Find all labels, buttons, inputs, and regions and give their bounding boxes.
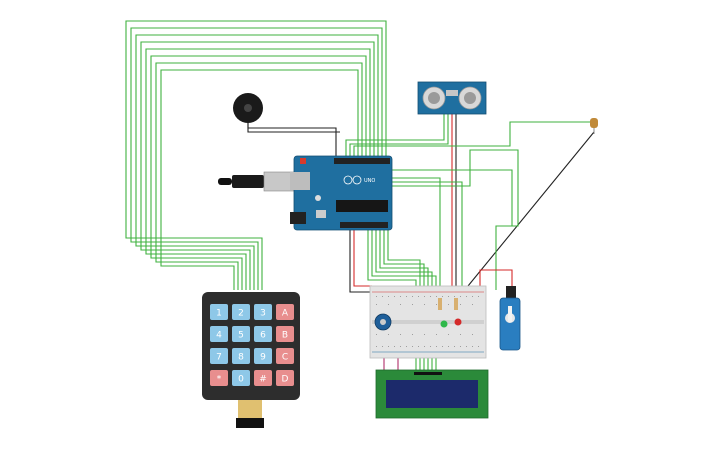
keypad-key: [276, 326, 294, 342]
keypad-key-label: 5: [238, 331, 244, 341]
keypad-key: [276, 348, 294, 364]
keypad-key: [210, 326, 228, 342]
keypad-key-label: D: [282, 375, 289, 385]
keypad-key-label: *: [217, 375, 222, 385]
keypad-key: [232, 370, 250, 386]
usb-cable: [218, 171, 295, 192]
potentiometer: [374, 313, 392, 331]
keypad-key-label: C: [282, 353, 288, 363]
keypad-key: [232, 326, 250, 342]
arduino-label: UNO: [364, 178, 375, 184]
keypad-key: [210, 304, 228, 320]
photoresistor: [590, 118, 598, 134]
keypad-key-label: 3: [260, 309, 266, 319]
buzzer: [233, 93, 263, 123]
photoresistor-wire-2: [467, 131, 595, 287]
led-green: [438, 298, 448, 328]
ultrasonic-wires: [345, 114, 457, 300]
keypad-key-label: 1: [216, 309, 222, 319]
keypad-key: [210, 348, 228, 364]
keypad-key: [254, 304, 272, 320]
buzzer-wire-2: [247, 118, 340, 133]
keypad-key: [254, 326, 272, 342]
lcd-display: [375, 369, 489, 419]
keypad-key: [276, 304, 294, 320]
servo-motor: [499, 286, 521, 351]
arduino-uno: UNO: [290, 155, 393, 231]
keypad-key: [254, 370, 272, 386]
buzzer-wire: [247, 118, 337, 158]
keypad-key-label: 6: [260, 331, 266, 341]
keypad-key: [210, 370, 228, 386]
keypad-key: [232, 304, 250, 320]
keypad-key-label: A: [282, 309, 289, 319]
arduino-right-wires: [349, 149, 519, 300]
keypad-key-label: #: [259, 375, 267, 385]
keypad-key: [276, 370, 294, 386]
keypad-key-label: 9: [260, 353, 266, 363]
breadboard: [369, 285, 487, 359]
ultrasonic-sensor: [417, 81, 487, 115]
keypad-key-label: 7: [216, 353, 222, 363]
keypad-key: [232, 348, 250, 364]
keypad-key-label: 2: [238, 309, 244, 319]
keypad-key-label: 0: [238, 375, 244, 385]
keypad: 1 2 3 A 4 5 6 B 7 8 9 C * 0 # D: [202, 292, 300, 428]
keypad-key-label: B: [282, 331, 288, 341]
keypad-key: [254, 348, 272, 364]
keypad-keys: 1 2 3 A 4 5 6 B 7 8 9 C * 0 # D: [210, 304, 294, 386]
led-red: [454, 298, 462, 326]
keypad-wires: [125, 20, 387, 290]
keypad-key-label: 4: [216, 331, 222, 341]
keypad-key-label: 8: [238, 353, 244, 363]
